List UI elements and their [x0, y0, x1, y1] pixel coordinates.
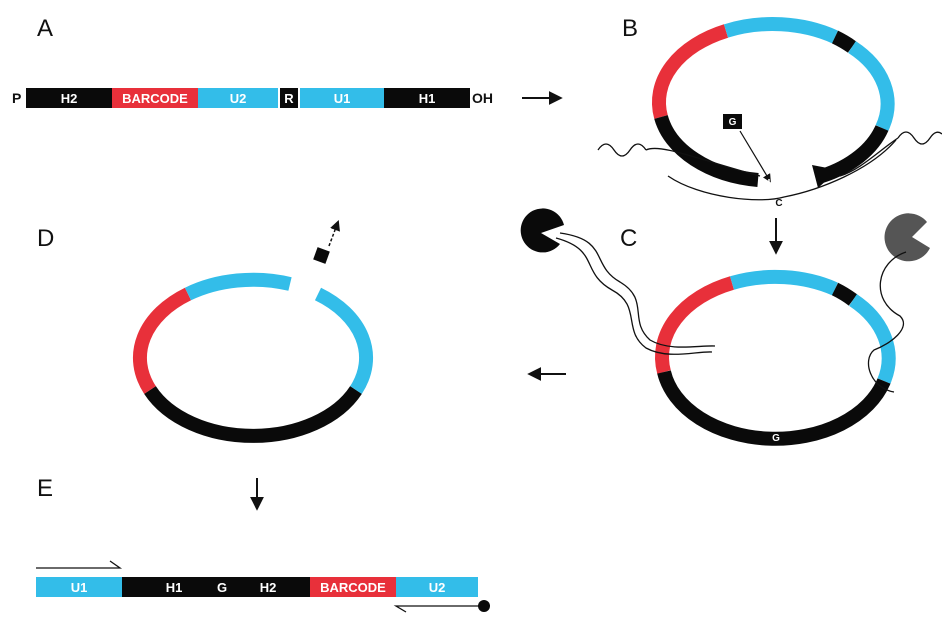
ring-c-blue-arc-1: [730, 269, 838, 296]
segment-e-u1: [36, 577, 122, 597]
ring-b-blue-arc-1: [723, 17, 838, 44]
g-nucleotide-label: G: [729, 117, 737, 128]
exonuclease-gray-tether: [867, 251, 907, 393]
segment-h2: [26, 88, 112, 108]
panel-e-pcr-product: U1 H1 G H2 BARCODE U2: [36, 577, 478, 597]
segment-u1-label: U1: [334, 91, 351, 106]
panel-label-d: D: [37, 225, 54, 252]
panel-b-circularized-construct: [652, 17, 895, 187]
ring-d-blue-arc-right: [314, 287, 373, 394]
g-insertion-pointer: [739, 130, 771, 183]
ring-c-blue-arc-2: [849, 294, 896, 384]
splint-lower-strand: [667, 139, 897, 201]
panel-label-b: B: [622, 15, 638, 42]
splint-strand-left: [645, 147, 761, 177]
ring-d-blue-arc-left: [184, 272, 292, 301]
panel-label-a: A: [37, 15, 53, 42]
exonuclease-gray-icon: [884, 213, 930, 262]
ring-b-arrowhead: [812, 165, 838, 188]
exonuclease-black-icon: [520, 208, 564, 253]
segment-e-h1-label: H1: [166, 580, 183, 595]
g-nucleotide-box: [723, 114, 742, 129]
panel-label-e: E: [37, 475, 53, 502]
segment-r: [280, 88, 298, 108]
segment-u1: [300, 88, 384, 108]
panel-c-ligated-circle: [655, 269, 896, 446]
ring-c-red-arc: [655, 276, 735, 374]
panel-d-nicked-circle: [133, 272, 373, 443]
ring-c-black-marker: [831, 282, 858, 306]
released-nucleotide-arrow: [328, 220, 340, 247]
segment-e-barcode: [310, 577, 396, 597]
ring-b-blue-arc-2: [848, 41, 895, 131]
three-prime-hydroxyl-label: OH: [472, 90, 493, 106]
five-prime-phosphate-label: P: [12, 90, 21, 106]
ring-c-black-arc: [657, 370, 891, 446]
ring-d-black-arc: [144, 386, 362, 443]
panel-label-c: C: [620, 225, 637, 252]
segment-r-label: R: [284, 91, 294, 106]
segment-u2: [198, 88, 278, 108]
exonuclease-black-tether: [559, 232, 716, 348]
ring-b-black-marker: [831, 30, 857, 53]
segment-e-barcode-label: BARCODE: [320, 580, 386, 595]
segment-u2-label: U2: [230, 91, 247, 106]
segment-e-u1-label: U1: [71, 580, 88, 595]
ring-b-black-arc-left: [654, 114, 759, 187]
released-nucleotide-icon: [313, 247, 330, 264]
splint-wave-right: [897, 131, 942, 145]
reverse-primer-icon: [393, 605, 480, 613]
segment-h2-label: H2: [61, 91, 78, 106]
segment-barcode: [112, 88, 198, 108]
c-base-label: C: [775, 198, 782, 209]
segment-e-g-label: G: [217, 580, 227, 595]
splint-strand-right: [839, 137, 899, 177]
segment-e-u2: [396, 577, 478, 597]
ring-b-red-arc: [652, 24, 729, 119]
ring-d-red-arc: [133, 287, 192, 394]
ring-c-g-label: G: [772, 433, 780, 444]
primer-bead-icon: [478, 600, 490, 612]
panel-a-linear-construct: P H2 BARCODE U2 R U1 H1 OH: [12, 88, 493, 108]
segment-barcode-label: BARCODE: [122, 91, 188, 106]
p-end-label: P: [763, 176, 770, 187]
segment-e-u2-label: U2: [429, 580, 446, 595]
segment-e-h1-g-h2: [122, 577, 310, 597]
segment-h1: [384, 88, 470, 108]
segment-e-h2-label: H2: [260, 580, 277, 595]
splint-wave-left: [597, 143, 647, 157]
segment-h1-label: H1: [419, 91, 436, 106]
forward-primer-icon: [36, 560, 123, 569]
oh-end-label: OH: [785, 176, 800, 187]
exonuclease-black-tether-2: [555, 237, 713, 355]
